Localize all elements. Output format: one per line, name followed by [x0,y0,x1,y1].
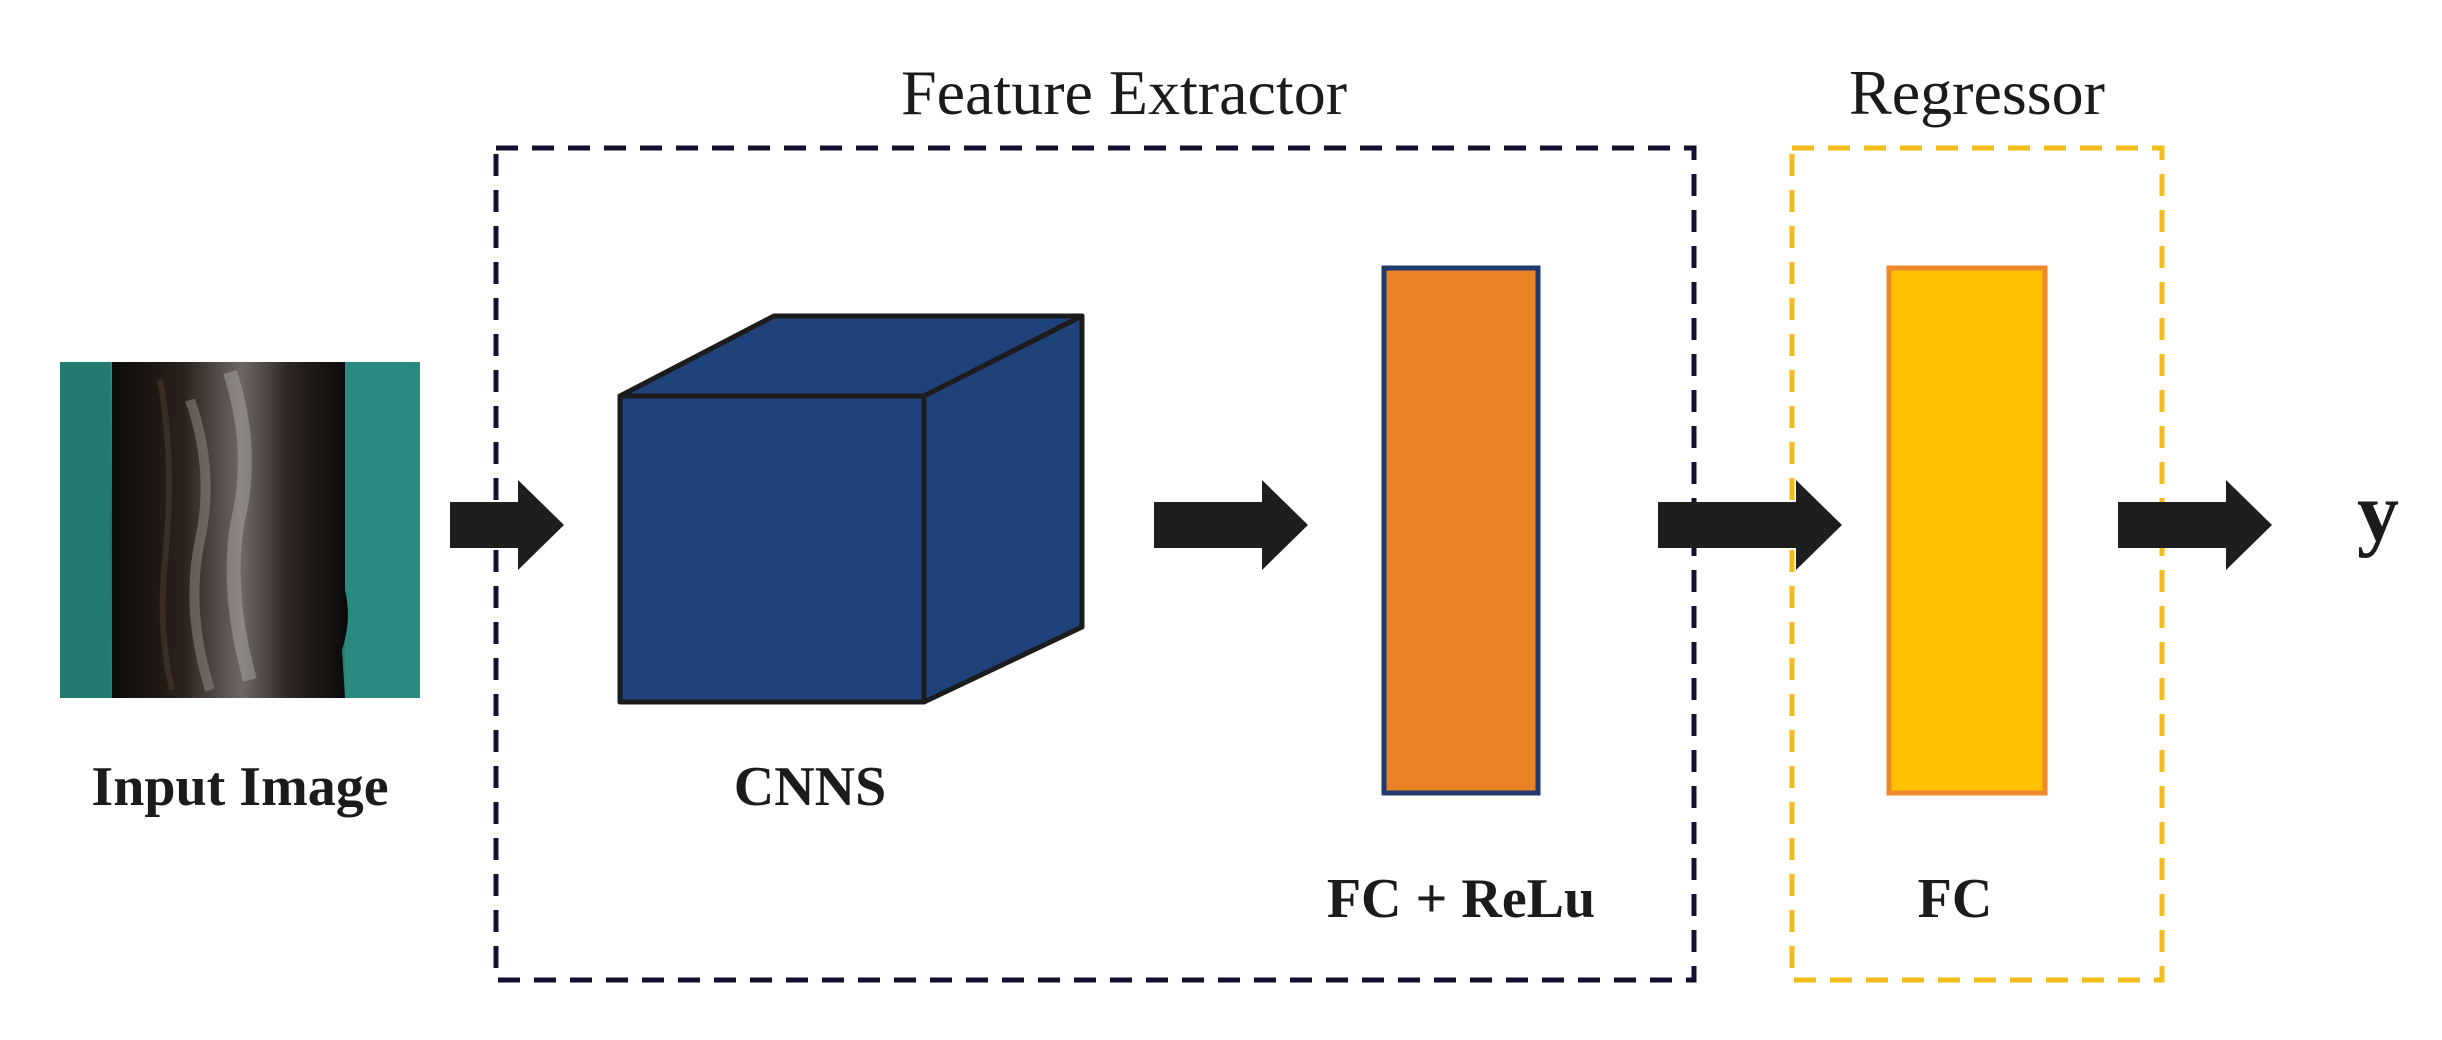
cnns-cube [617,313,1085,705]
arrow-fc-to-output [2118,480,2272,570]
fc-label: FC [1918,868,1993,930]
feature-extractor-title: Feature Extractor [901,57,1347,128]
arrow-cnns-to-fc-relu [1154,480,1308,570]
cnns-label: CNNS [734,756,886,818]
input-image-thumbnail [60,362,420,698]
arrow-fc-relu-to-fc [1658,480,1842,570]
arrow-input-to-cnns [450,480,564,570]
fc-relu-layer [1381,265,1541,796]
fc-relu-label: FC + ReLu [1327,868,1595,930]
feature-extractor-box [493,145,1697,983]
regressor-title: Regressor [1849,57,2105,128]
output-y-label: y [2357,466,2399,559]
regressor-box [1789,145,2165,983]
fc-layer [1886,265,2048,796]
input-image-label: Input Image [91,756,388,818]
